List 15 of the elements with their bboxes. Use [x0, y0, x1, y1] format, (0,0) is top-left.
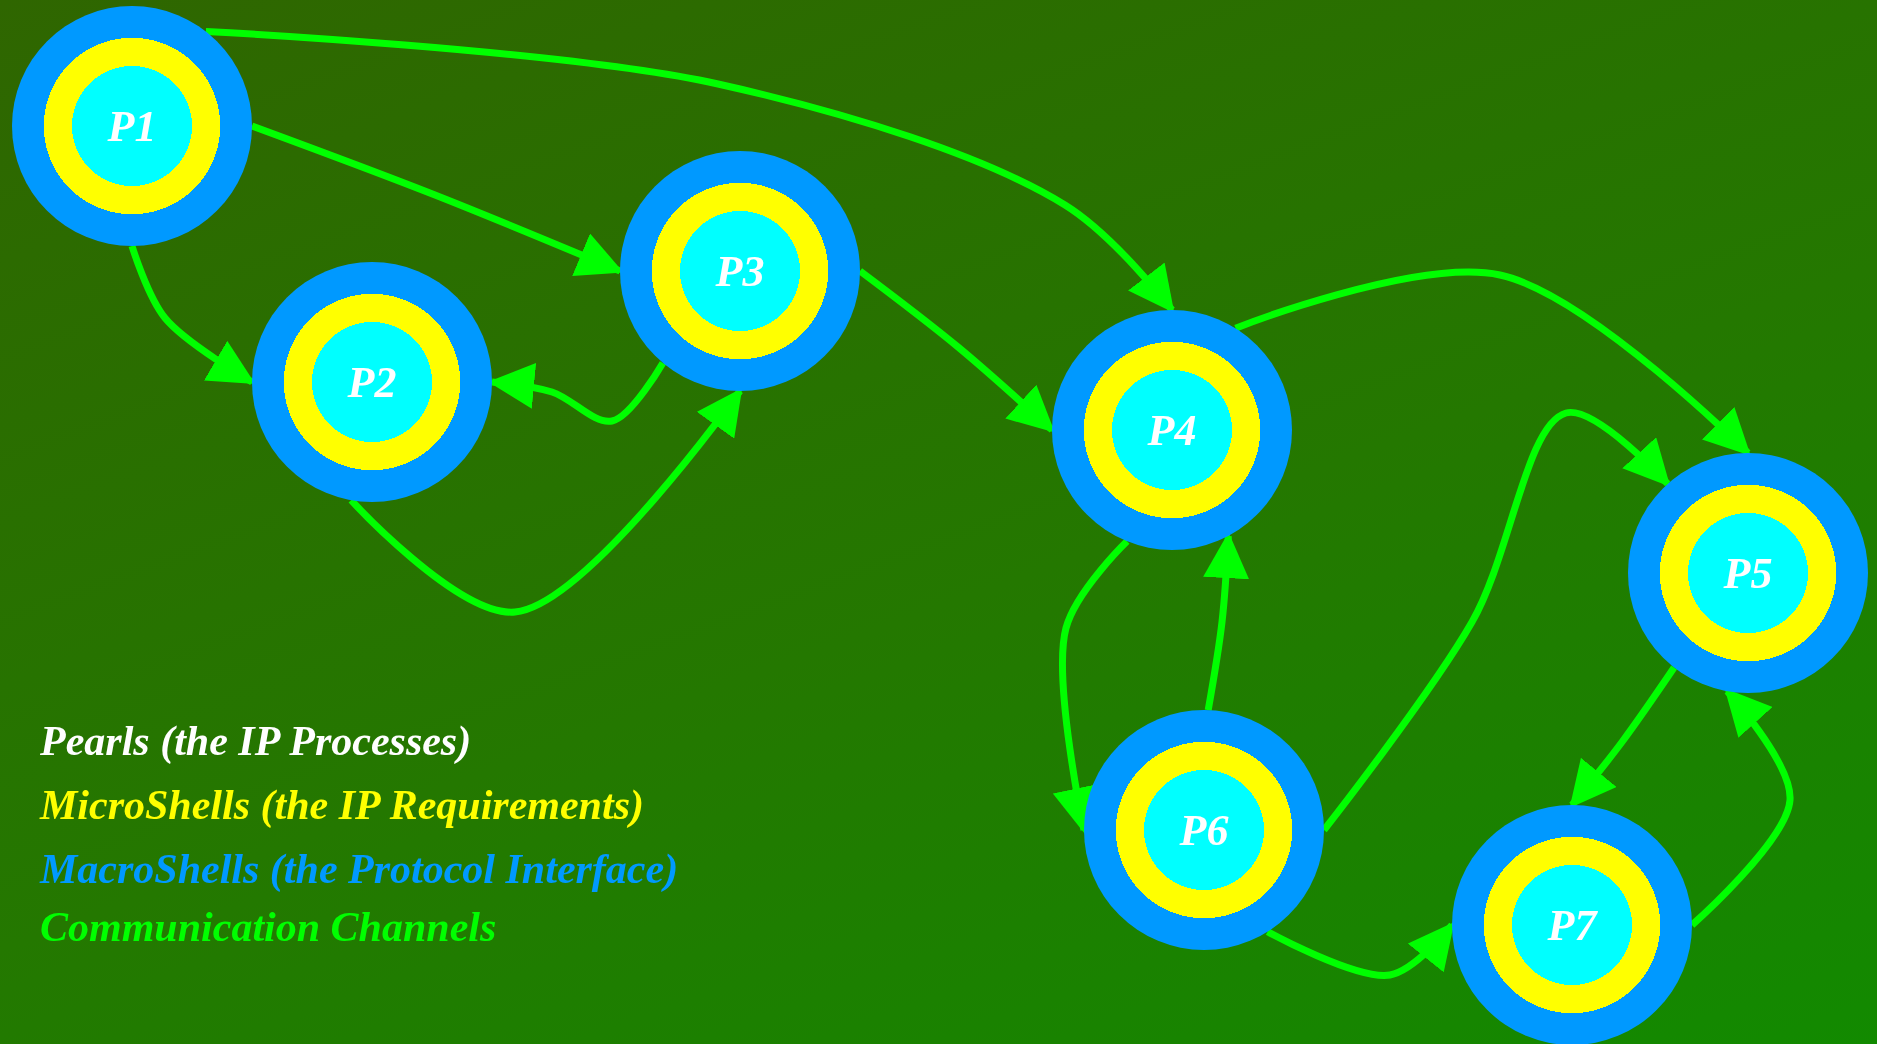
process-label: P4	[1147, 404, 1197, 456]
legend-text: Communication Channels	[40, 906, 497, 948]
channel-arrow	[1265, 922, 1455, 979]
process-label: P1	[107, 100, 157, 152]
process-label: P7	[1547, 899, 1597, 951]
channel-arrow	[1234, 268, 1751, 456]
channel-arrow	[1569, 665, 1677, 808]
channel-arrow	[1052, 538, 1130, 834]
legend-text: MicroShells (the IP Requirements)	[40, 784, 644, 826]
legend-text: MacroShells (the Protocol Interface)	[40, 848, 679, 890]
process-label: P6	[1179, 804, 1229, 856]
legend-text: Pearls (the IP Processes)	[40, 720, 472, 762]
process-label: P2	[347, 356, 397, 408]
process-label: P5	[1723, 547, 1773, 599]
process-label: P3	[715, 245, 765, 297]
